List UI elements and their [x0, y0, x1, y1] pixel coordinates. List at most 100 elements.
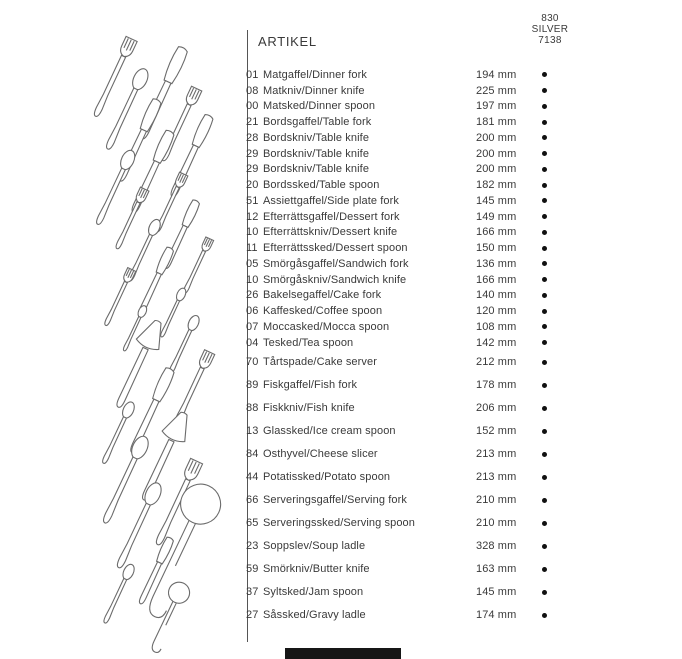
- article-name: Serveringssked/Serving spoon: [263, 517, 415, 529]
- article-code: 29: [246, 163, 259, 176]
- article-size: 152 mm: [476, 425, 517, 437]
- availability-cell: [528, 451, 560, 457]
- article-row: 00 Matsked/Dinner spoon 197 mm: [246, 99, 560, 115]
- series-line-830: 830: [541, 13, 559, 24]
- article-code: 13: [246, 425, 259, 437]
- article-code: 11: [246, 242, 258, 255]
- article-size: 210 mm: [476, 517, 517, 529]
- article-code: 01: [246, 68, 259, 81]
- article-row: 70 Tårtspade/Cake server 212 mm: [246, 351, 560, 374]
- article-row: 37 Syltsked/Jam spoon 145 mm: [246, 581, 560, 604]
- availability-cell: [528, 359, 560, 365]
- article-code: 88: [246, 402, 259, 414]
- availability-cell: [528, 245, 560, 251]
- availability-dot: [541, 261, 547, 267]
- article-size: 108 mm: [476, 320, 517, 333]
- availability-dot: [541, 119, 547, 125]
- article-name: Bordskniv/Table knife: [263, 147, 370, 160]
- article-code: 12: [246, 210, 259, 223]
- article-size: 140 mm: [476, 289, 517, 302]
- article-name: Tesked/Tea spoon: [263, 336, 354, 349]
- article-row: 04 Tesked/Tea spoon 142 mm: [246, 335, 560, 351]
- availability-cell: [528, 324, 560, 330]
- availability-cell: [528, 103, 560, 109]
- availability-cell: [528, 166, 560, 172]
- series-header: 830 SILVER 7138: [518, 13, 582, 46]
- article-name: Smörgåsgaffel/Sandwich fork: [263, 257, 409, 270]
- availability-dot: [541, 103, 547, 109]
- article-row: 05 Smörgåsgaffel/Sandwich fork 136 mm: [246, 256, 560, 272]
- article-row: 11 Efterrättssked/Dessert spoon 150 mm: [246, 240, 560, 256]
- cutlery-item-spoon: [157, 286, 188, 339]
- article-code: 10: [246, 226, 259, 239]
- article-code: 05: [246, 257, 259, 270]
- article-code: 26: [246, 289, 259, 302]
- cutlery-item-knife: [166, 112, 216, 200]
- article-row: 29 Bordskniv/Table knife 200 mm: [246, 146, 560, 162]
- article-name: Bordskniv/Table knife: [263, 131, 370, 144]
- availability-cell: [528, 308, 560, 314]
- article-row: 01 Matgaffel/Dinner fork 194 mm: [246, 67, 560, 83]
- article-name: Serveringsgaffel/Serving fork: [263, 494, 407, 506]
- article-row: 26 Bakelsegaffel/Cake fork 140 mm: [246, 288, 560, 304]
- article-row: 20 Bordssked/Table spoon 182 mm: [246, 177, 560, 193]
- availability-dot: [541, 88, 547, 94]
- article-code: 37: [246, 586, 259, 598]
- availability-cell: [528, 135, 560, 141]
- availability-cell: [528, 229, 560, 235]
- article-size: 145 mm: [476, 194, 517, 207]
- article-name: Fiskkniv/Fish knife: [263, 402, 355, 414]
- article-name: Moccasked/Mocca spoon: [263, 320, 390, 333]
- article-size: 200 mm: [476, 163, 517, 176]
- article-name: Såssked/Gravy ladle: [263, 609, 366, 621]
- article-code: 29: [246, 147, 259, 160]
- article-size: 200 mm: [476, 131, 517, 144]
- cutlery-item-fork: [101, 267, 137, 328]
- availability-cell: [528, 340, 560, 346]
- article-row: 10 Efterrättskniv/Dessert knife 166 mm: [246, 225, 560, 241]
- availability-dot: [541, 292, 547, 298]
- cutlery-item-spoon: [98, 399, 137, 466]
- availability-dot: [541, 566, 547, 572]
- availability-dot: [541, 428, 547, 434]
- article-size: 213 mm: [476, 448, 517, 460]
- article-size: 120 mm: [476, 305, 517, 318]
- article-row: 44 Potatissked/Potato spoon 213 mm: [246, 466, 560, 489]
- article-size: 142 mm: [476, 336, 517, 349]
- article-size: 200 mm: [476, 147, 517, 160]
- availability-cell: [528, 182, 560, 188]
- article-row: 12 Efterrättsgaffel/Dessert fork 149 mm: [246, 209, 560, 225]
- article-row: 84 Osthyvel/Cheese slicer 213 mm: [246, 443, 560, 466]
- availability-dot: [541, 612, 547, 618]
- article-code: 89: [246, 379, 259, 391]
- article-size: 163 mm: [476, 563, 517, 575]
- availability-dot: [541, 382, 547, 388]
- article-name: Bordssked/Table spoon: [263, 179, 380, 192]
- article-row: 29 Bordskniv/Table knife 200 mm: [246, 162, 560, 178]
- article-size: 182 mm: [476, 179, 517, 192]
- availability-dot: [541, 182, 547, 188]
- article-name: Soppslev/Soup ladle: [263, 540, 366, 552]
- availability-dot: [541, 520, 547, 526]
- availability-dot: [541, 135, 547, 141]
- availability-cell: [528, 589, 560, 595]
- column-divider-line: [247, 30, 248, 642]
- article-code: 00: [246, 100, 259, 113]
- cutlery-item-spoon: [100, 562, 137, 626]
- article-code: 27: [246, 609, 259, 621]
- article-size: 181 mm: [476, 116, 517, 129]
- availability-cell: [528, 88, 560, 94]
- footer-bar: [285, 648, 401, 659]
- availability-dot: [541, 277, 547, 283]
- article-row: 89 Fiskgaffel/Fish fork 178 mm: [246, 374, 560, 397]
- availability-dot: [541, 474, 547, 480]
- artikel-header: ARTIKEL: [258, 34, 317, 49]
- article-row: 13 Glassked/Ice cream spoon 152 mm: [246, 420, 560, 443]
- article-code: 44: [246, 471, 259, 483]
- article-name: Bordsgaffel/Table fork: [263, 116, 372, 129]
- article-name: Syltsked/Jam spoon: [263, 586, 364, 598]
- article-size: 178 mm: [476, 379, 517, 391]
- article-row: 66 Serveringsgaffel/Serving fork 210 mm: [246, 489, 560, 512]
- article-name: Smörkniv/Butter knife: [263, 563, 370, 575]
